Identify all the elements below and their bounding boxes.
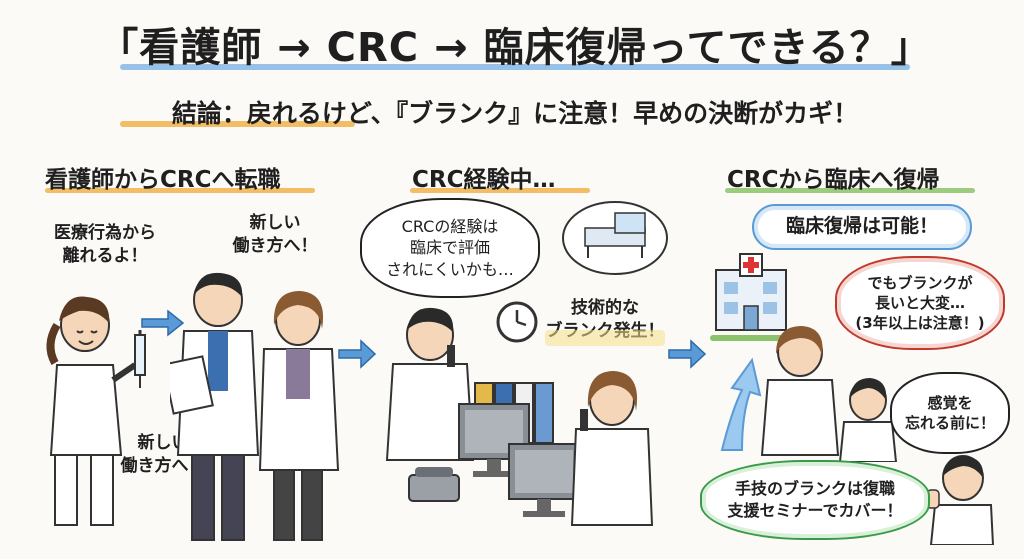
speech-bubble-return-possible: 臨床復帰は可能！ [752, 204, 972, 250]
section3-heading: CRCから臨床へ復帰 [727, 167, 940, 193]
female-crc-figure [258, 285, 343, 550]
monitor-icon-2 [505, 440, 585, 524]
section1-underline [45, 188, 315, 193]
section1-heading: 看護師からCRCへ転職 [45, 167, 281, 193]
speech-bubble-blank-warning: でもブランクが 長いと大変… (3年以上は注意！) [835, 256, 1005, 350]
female-crc-phone-figure [570, 365, 655, 530]
thumbs-up-figure [925, 450, 995, 545]
speech-bubble-crc-evaluation: CRCの経験は 臨床で評価 されにくいかも… [360, 198, 540, 298]
section3-underline [725, 188, 975, 193]
nurse-hands-figure [838, 372, 898, 462]
section2-heading: CRC経験中… [412, 167, 556, 193]
arrow-right-icon-1 [140, 308, 185, 338]
arrow-right-icon-3 [667, 338, 707, 370]
speech-bubble-before-forget: 感覚を 忘れる前に！ [890, 372, 1010, 454]
title-underline [120, 64, 910, 70]
clock-icon [495, 300, 539, 348]
speech-bubble-seminar-tip: 手技のブランクは復職 支援セミナーでカバー！ [700, 460, 930, 540]
syringe-icon [125, 330, 155, 394]
conclusion-subtitle: 結論：戻れるけど、『ブランク』に注意！早めの決断がカギ！ [171, 99, 859, 128]
subtitle-underline [120, 121, 355, 127]
male-crc-phone-figure [385, 300, 475, 465]
note-new-workstyle-top: 新しい 働き方へ！ [232, 213, 318, 256]
note-leaving-medical: 医療行為から 離れるよ！ [54, 223, 156, 266]
note-new-workstyle-bottom: 新しい 働き方へ！ [120, 433, 206, 476]
ground-line [710, 335, 820, 341]
hospital-bed-thought-icon [560, 198, 670, 282]
hospital-building-icon [708, 250, 793, 339]
nurse-figure [35, 285, 145, 540]
upward-arrow-icon [712, 355, 772, 459]
desk-phone-icon [405, 465, 465, 509]
page-title: 「看護師 → CRC → 臨床復帰ってできる？」 [98, 25, 932, 71]
arrow-right-icon-2 [337, 338, 377, 370]
male-crc-figure [170, 265, 265, 550]
section2-underline [410, 188, 590, 193]
warning-highlight [545, 330, 665, 346]
nurse-return-figure [760, 320, 840, 460]
